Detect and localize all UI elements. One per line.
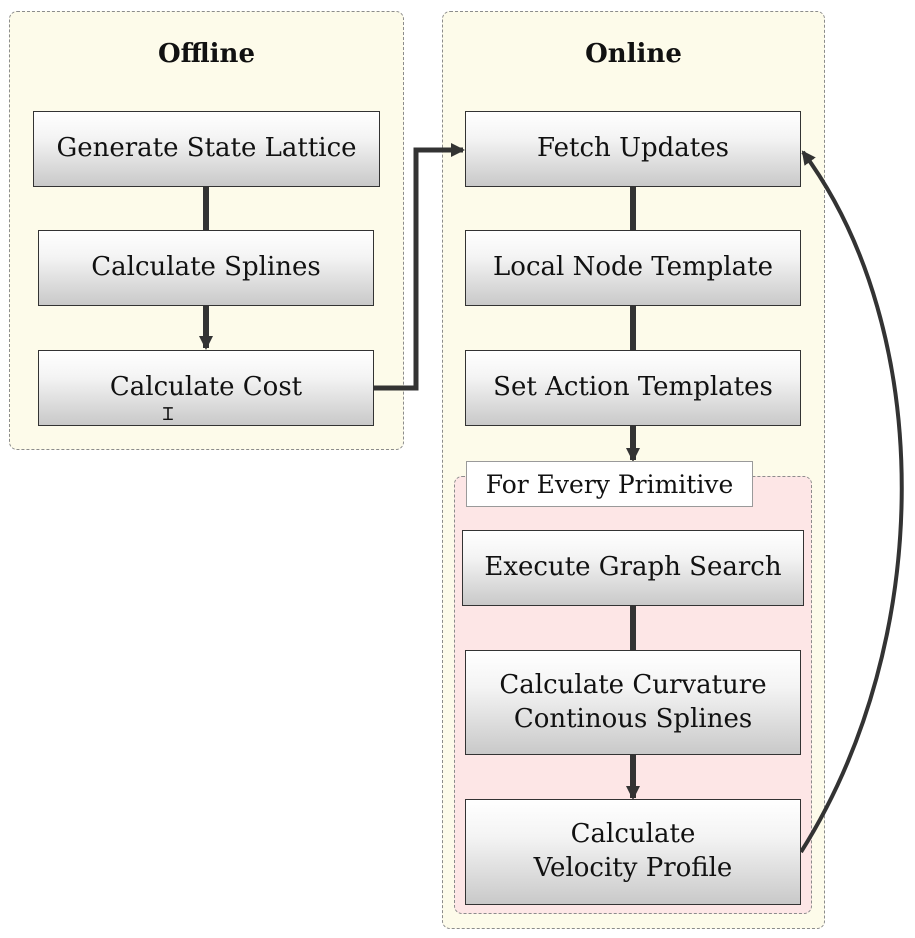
online-title: Online (585, 39, 682, 69)
node-local-node-template[interactable]: Local Node Template (465, 230, 801, 306)
offline-title: Offline (157, 39, 255, 69)
node-calculate-velocity-line1: Calculate (570, 819, 696, 850)
node-calculate-cost[interactable]: Calculate Cost (38, 350, 374, 426)
text-cursor-icon: Ɪ (163, 404, 174, 425)
node-execute-graph-search[interactable]: Execute Graph Search (462, 530, 804, 606)
node-calculate-curvature[interactable]: Calculate Curvature Continous Splines (465, 650, 801, 755)
node-set-action-templates[interactable]: Set Action Templates (465, 350, 801, 426)
node-calculate-curvature-line2: Continous Splines (513, 703, 753, 734)
node-fetch-updates[interactable]: Fetch Updates (465, 111, 801, 187)
node-generate-state-lattice[interactable]: Generate State Lattice (33, 111, 380, 187)
node-calculate-velocity[interactable]: Calculate Velocity Profile (465, 799, 801, 905)
node-calculate-velocity-line2: Velocity Profile (533, 853, 733, 883)
primitive-label: For Every Primitive (466, 461, 753, 507)
edge-velocity-fetch (799, 150, 904, 854)
node-calculate-curvature-line1: Calculate Curvature (499, 669, 767, 700)
node-calculate-splines[interactable]: Calculate Splines (38, 230, 374, 306)
edge-cost-fetch (373, 143, 465, 391)
